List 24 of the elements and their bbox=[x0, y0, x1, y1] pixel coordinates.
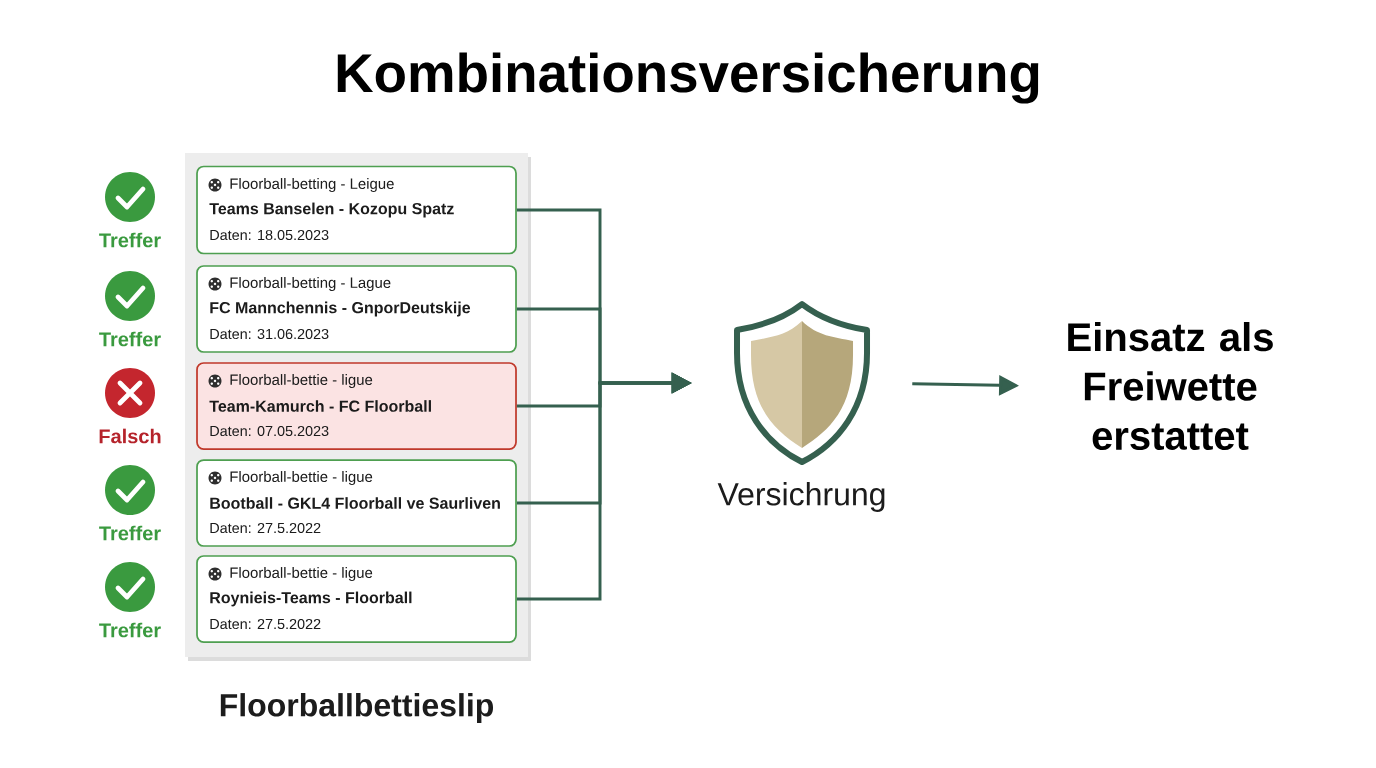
match-title: Bootball - GKL4 Floorball ve Saurliven bbox=[210, 497, 500, 509]
date-text: Daten: 18.05.2023 bbox=[210, 229, 329, 241]
panel-heading: Floorballbettieslip bbox=[220, 693, 493, 723]
match-title: FC Mannchennis - GnporDeutskije bbox=[210, 301, 471, 317]
date-text: Daten: 31.06.2023 bbox=[210, 328, 329, 340]
status-label: Treffer bbox=[99, 232, 161, 248]
league-text: Floorball-betting - Lague bbox=[230, 277, 391, 291]
match-title: Teams Banselen - Kozopu Spatz bbox=[209, 202, 454, 218]
league-text: Floorball-bettie - ligue bbox=[230, 471, 373, 485]
league-text: Floorball-bettie - ligue bbox=[230, 567, 373, 581]
title: Kombinationsversicherung bbox=[337, 52, 1039, 104]
league-text: Floorball-betting - Leigue bbox=[230, 178, 394, 192]
match-title: Team-Kamurch - FC Floorball bbox=[209, 400, 431, 412]
result-text: Einsatz als Freiwette erstattet bbox=[1068, 322, 1273, 451]
date-text: Daten: 27.5.2022 bbox=[210, 522, 321, 534]
status-label: Treffer bbox=[99, 622, 161, 638]
status-label: Treffer bbox=[99, 331, 161, 347]
status-label: Treffer bbox=[99, 525, 161, 541]
match-title: Roynieis-Teams - Floorball bbox=[210, 591, 412, 607]
date-text: Daten: 07.05.2023 bbox=[210, 425, 329, 437]
status-label: Falsch bbox=[99, 428, 161, 444]
node-caption: Versichrung bbox=[717, 482, 885, 512]
league-text: Floorball-bettie - ligue bbox=[230, 374, 373, 388]
date-text: Daten: 27.5.2022 bbox=[210, 618, 321, 630]
